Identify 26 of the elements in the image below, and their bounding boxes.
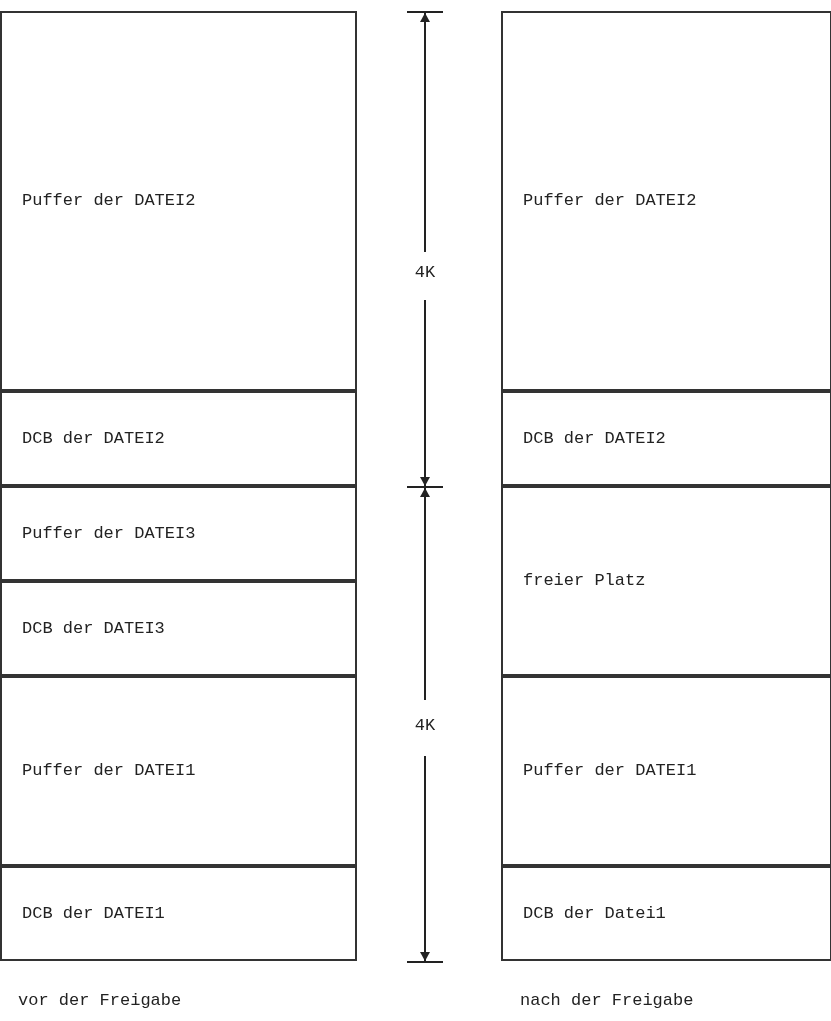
memory-block xyxy=(501,11,831,391)
memory-block xyxy=(501,486,831,676)
block-label: DCB der DATEI1 xyxy=(22,902,166,925)
block-label: Puffer der DATEI1 xyxy=(22,760,197,782)
memory-block xyxy=(501,391,831,486)
column-caption: nach der Freigabe xyxy=(520,990,695,1012)
block-label: Puffer der DATEI2 xyxy=(523,190,698,212)
block-label: Puffer der DATEI3 xyxy=(22,522,197,545)
block-label: DCB der DATEI2 xyxy=(523,427,667,450)
dimension-label: 4K xyxy=(413,715,437,737)
column-caption: vor der Freigabe xyxy=(18,990,183,1012)
memory-block xyxy=(501,676,831,866)
memory-block xyxy=(0,866,357,961)
block-label: freier Platz xyxy=(523,570,647,592)
memory-block xyxy=(0,581,357,676)
memory-block xyxy=(0,486,357,581)
block-label: Puffer der DATEI1 xyxy=(523,760,698,782)
memory-block xyxy=(501,866,831,961)
dimension-label: 4K xyxy=(413,262,437,284)
block-label: DCB der DATEI3 xyxy=(22,617,166,640)
memory-block xyxy=(0,11,357,391)
block-label: Puffer der DATEI2 xyxy=(22,190,197,212)
block-label: DCB der Datei1 xyxy=(523,902,667,925)
memory-block xyxy=(0,391,357,486)
memory-block xyxy=(0,676,357,866)
block-label: DCB der DATEI2 xyxy=(22,427,166,450)
